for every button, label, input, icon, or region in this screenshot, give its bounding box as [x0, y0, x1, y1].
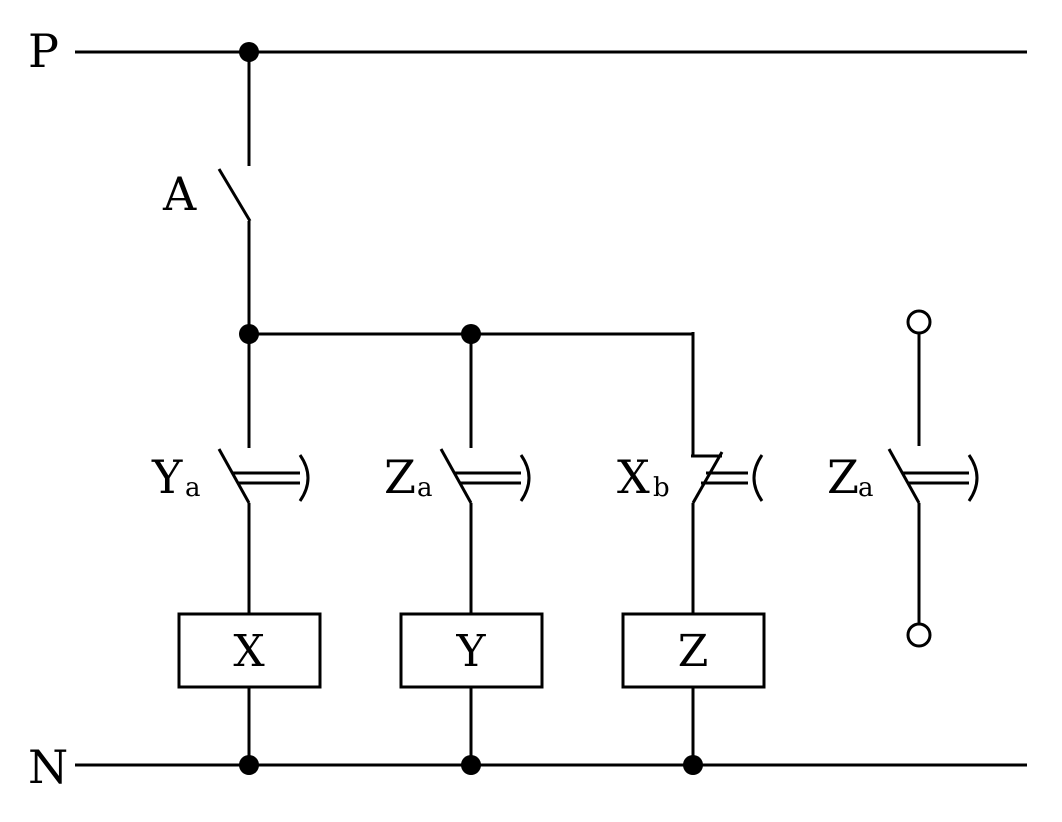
filled-dot-icon — [683, 755, 703, 775]
coil-z-label: Z — [678, 626, 709, 677]
contact-ya-blade — [217, 448, 251, 504]
switch-a: A — [162, 52, 252, 334]
contact-za-label: Z a — [384, 450, 433, 504]
switch-a-blade — [217, 168, 252, 222]
branch-3: X b Z — [617, 450, 766, 765]
filled-dot-icon — [461, 324, 481, 344]
svg-text:a: a — [858, 473, 874, 503]
branch-2: Z a Y — [384, 334, 544, 765]
branch-1: Y a X — [151, 334, 322, 765]
open-circle-icon — [906, 622, 932, 648]
svg-text:Y: Y — [151, 450, 183, 504]
contact-za2-label: Z a — [827, 450, 874, 504]
open-circle-icon — [906, 309, 932, 335]
coil-y-label: Y — [455, 626, 486, 677]
contact-za-blade — [439, 448, 473, 504]
svg-text:b: b — [653, 473, 670, 503]
svg-text:X: X — [617, 450, 650, 504]
contact-za2-blade — [887, 448, 921, 504]
contact-ya-label: Y a — [151, 450, 201, 504]
junction-dots — [239, 42, 703, 775]
svg-text:a: a — [417, 473, 433, 503]
switch-a-label: A — [162, 167, 197, 221]
isolated-contact-za: Z a — [827, 309, 979, 648]
filled-dot-icon — [239, 324, 259, 344]
coil-x-label: X — [233, 626, 265, 677]
svg-text:Z: Z — [827, 450, 859, 504]
contact-xb-label: X b — [617, 450, 670, 504]
svg-text:Z: Z — [384, 450, 416, 504]
contact-xb-blade — [691, 451, 724, 504]
rail-label-n: N — [28, 740, 68, 794]
svg-text:a: a — [185, 473, 201, 503]
filled-dot-icon — [239, 42, 259, 62]
filled-dot-icon — [461, 755, 481, 775]
filled-dot-icon — [239, 755, 259, 775]
rail-label-p: P — [28, 24, 59, 78]
